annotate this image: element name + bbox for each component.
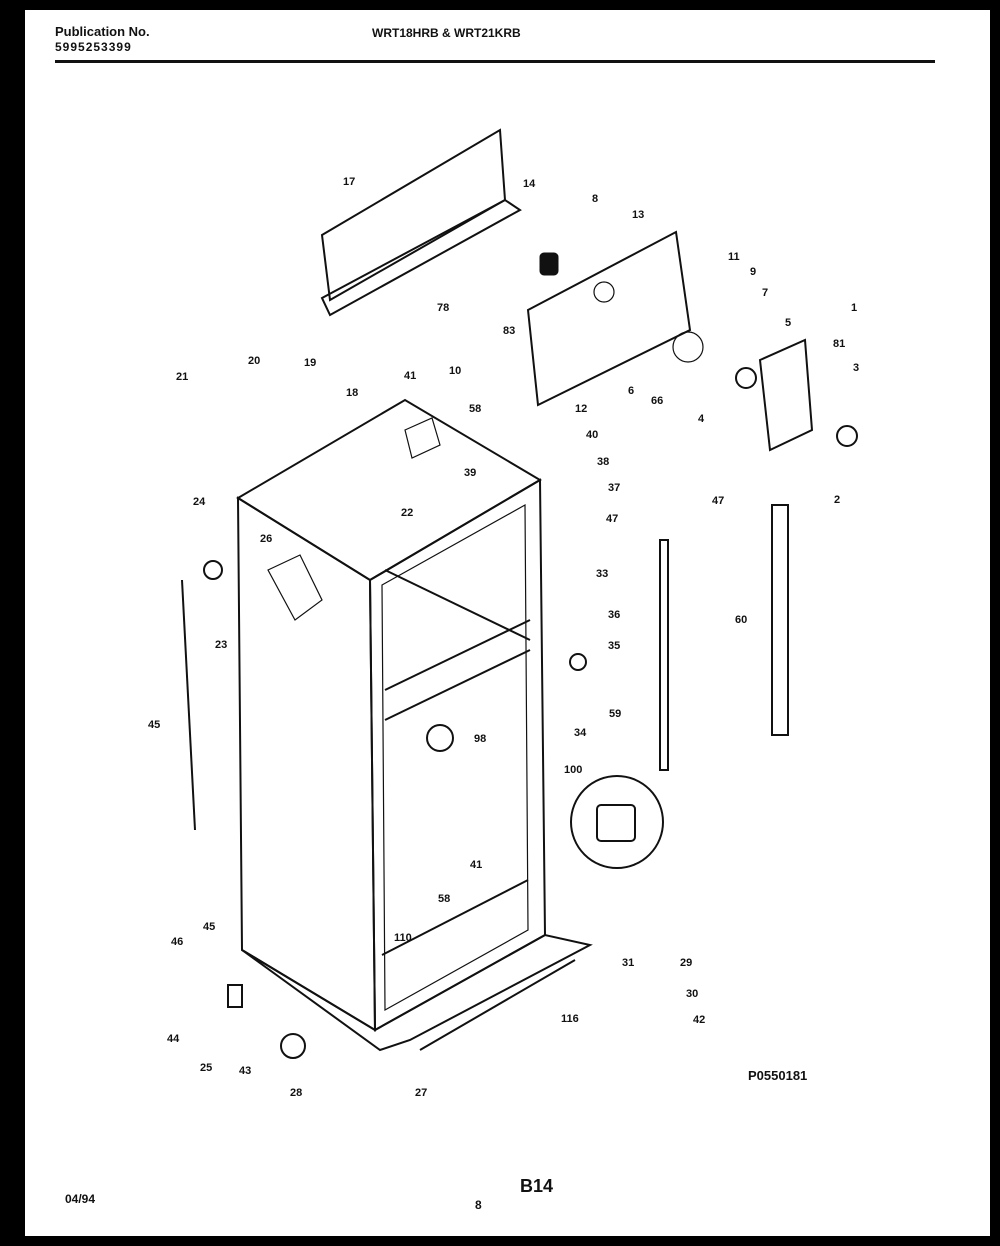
- callout-8a: 8: [592, 193, 598, 205]
- callout-44: 44: [167, 1033, 180, 1045]
- callout-45a: 45: [148, 719, 160, 731]
- callout-46: 46: [171, 936, 183, 948]
- callout-7: 7: [762, 287, 768, 299]
- callout-31: 31: [622, 957, 634, 969]
- callout-35: 35: [608, 640, 620, 652]
- model-title: WRT18HRB & WRT21KRB: [372, 26, 521, 40]
- callout-34: 34: [574, 727, 587, 739]
- callout-36: 36: [608, 609, 620, 621]
- top-cover-panel-17: [320, 128, 522, 317]
- callout-14: 14: [523, 178, 536, 190]
- callout-78: 78: [437, 302, 449, 314]
- callout-20: 20: [248, 355, 260, 367]
- callout-6: 6: [628, 385, 634, 397]
- callout-98: 98: [474, 733, 486, 745]
- callout-60: 60: [735, 614, 747, 626]
- callout-24: 24: [193, 496, 206, 508]
- callout-59: 59: [609, 708, 621, 720]
- footer-section-code: B14: [520, 1176, 554, 1196]
- callout-12: 12: [575, 403, 587, 415]
- light-shield-1: [735, 338, 858, 452]
- diagram-id: P0550181: [748, 1068, 808, 1083]
- callout-42: 42: [693, 1014, 705, 1026]
- parts-sheet: [25, 10, 990, 1236]
- callout-28: 28: [290, 1087, 302, 1099]
- callout-41b: 41: [470, 859, 482, 871]
- callout-37: 37: [608, 482, 620, 494]
- callout-41a: 41: [404, 370, 416, 382]
- callout-45b: 45: [203, 921, 215, 933]
- callout-27: 27: [415, 1087, 427, 1099]
- callout-1: 1: [851, 302, 857, 314]
- hinge-and-side-parts: [181, 504, 789, 1059]
- callout-116: 116: [561, 1013, 579, 1025]
- callout-11: 11: [728, 251, 740, 263]
- callout-66: 66: [651, 395, 663, 407]
- publication-label: Publication No.: [55, 24, 150, 39]
- callout-19: 19: [304, 357, 316, 369]
- callout-100: 100: [564, 764, 582, 776]
- callout-33: 33: [596, 568, 608, 580]
- callout-26: 26: [260, 533, 272, 545]
- callout-3: 3: [853, 362, 859, 374]
- header-rule: [55, 60, 935, 63]
- callout-30: 30: [686, 988, 698, 1000]
- callout-39: 39: [464, 467, 476, 479]
- callout-13: 13: [632, 209, 644, 221]
- callout-47a: 47: [606, 513, 618, 525]
- callout-110: 110: [394, 932, 412, 944]
- callout-17: 17: [343, 176, 355, 188]
- control-panel-10: [526, 230, 704, 407]
- callout-18: 18: [346, 387, 358, 399]
- callout-58b: 58: [438, 893, 450, 905]
- callout-43: 43: [239, 1065, 251, 1077]
- callout-58a: 58: [469, 403, 481, 415]
- callout-2: 2: [834, 494, 840, 506]
- callout-9: 9: [750, 266, 756, 278]
- publication-number: 5995253399: [55, 40, 132, 54]
- callout-47b: 47: [712, 495, 724, 507]
- callout-25: 25: [200, 1062, 212, 1074]
- footer-page-number: 8: [475, 1198, 482, 1212]
- callout-40: 40: [586, 429, 598, 441]
- callout-29: 29: [680, 957, 692, 969]
- callout-81: 81: [833, 338, 845, 350]
- callout-83: 83: [503, 325, 515, 337]
- callout-21: 21: [176, 371, 188, 383]
- callout-5: 5: [785, 317, 791, 329]
- callout-10: 10: [449, 365, 461, 377]
- callout-4: 4: [698, 413, 705, 425]
- callout-23: 23: [215, 639, 227, 651]
- footer-date: 04/94: [65, 1192, 96, 1206]
- callout-labels: 17 14 8 13 78 83 11 9 7 1 5 10 81 3 6 66…: [148, 176, 859, 1099]
- refrigerator-cabinet: [236, 398, 593, 1052]
- callout-38: 38: [597, 456, 609, 468]
- callout-22: 22: [401, 507, 413, 519]
